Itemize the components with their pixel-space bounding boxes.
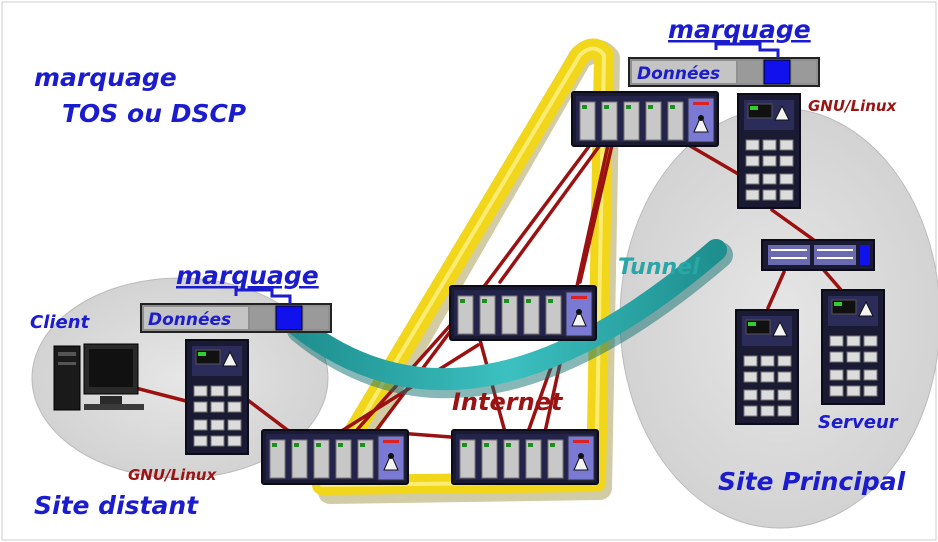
tunnel-arc — [287, 239, 727, 391]
site-principal-label: Site Principal — [718, 467, 906, 496]
serveur-label: Serveur — [818, 412, 899, 433]
computer-icon — [53, 343, 144, 411]
gnu-linux-top-label: GNU/Linux — [808, 97, 898, 115]
marking-title-line2: TOS ou DSCP — [62, 99, 246, 128]
server-icon — [735, 309, 799, 425]
internet-label: Internet — [452, 388, 564, 416]
router-icon — [261, 429, 409, 485]
packet-top-marking-label: marquage — [668, 15, 811, 44]
client-label: Client — [30, 312, 91, 333]
tunnel-label: Tunnel — [618, 255, 700, 280]
packet-top-data-label: Données — [637, 64, 720, 84]
site-distant-label: Site distant — [34, 491, 199, 520]
linux-server-icon — [185, 339, 249, 455]
internet-triangle-shadow — [318, 39, 620, 504]
switch-icon — [761, 239, 875, 271]
packet-left-data-label: Données — [148, 310, 231, 330]
packet-left — [140, 288, 332, 333]
internet-triangle-highlight — [320, 46, 606, 487]
packet-left-marking-label: marquage — [176, 261, 319, 290]
router-icon — [451, 429, 599, 485]
marking-title-line1: marquage — [34, 63, 177, 92]
server-icon — [821, 289, 885, 405]
router-icon — [449, 285, 597, 341]
gnu-linux-bottom-label: GNU/Linux — [128, 466, 218, 484]
packet-top — [628, 42, 820, 87]
router-icon — [571, 91, 719, 147]
linux-server-icon — [737, 93, 801, 209]
